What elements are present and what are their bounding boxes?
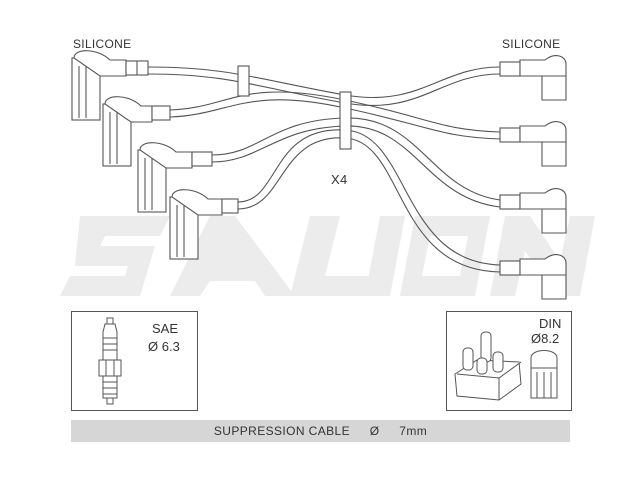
cable-diameter-symbol: Ø (369, 424, 380, 438)
cable-spec-text: SUPPRESSION CABLE Ø 7mm (71, 424, 570, 438)
distributor-cap-icon (454, 331, 558, 401)
din-diameter: Ø8.2 (531, 331, 560, 346)
cable-size: 7mm (399, 424, 428, 438)
silicone-left-label: SILICONE (73, 37, 132, 51)
separator-small (237, 65, 250, 97)
quantity-label: X4 (331, 172, 348, 187)
sae-plug-box: SAE Ø 6.3 (71, 311, 198, 411)
din-plug-box: DIN Ø8.2 (446, 311, 572, 411)
silicone-right-label: SILICONE (502, 37, 561, 51)
separator-large (339, 91, 352, 150)
cable-spec-bar: SUPPRESSION CABLE Ø 7mm (71, 420, 570, 442)
sae-label: SAE (152, 321, 179, 336)
sae-diameter: Ø 6.3 (148, 339, 180, 354)
brand-watermark (60, 216, 595, 296)
din-label: DIN (539, 316, 562, 331)
spark-plug-icon (98, 317, 122, 405)
cable-type: SUPPRESSION CABLE (213, 424, 351, 438)
